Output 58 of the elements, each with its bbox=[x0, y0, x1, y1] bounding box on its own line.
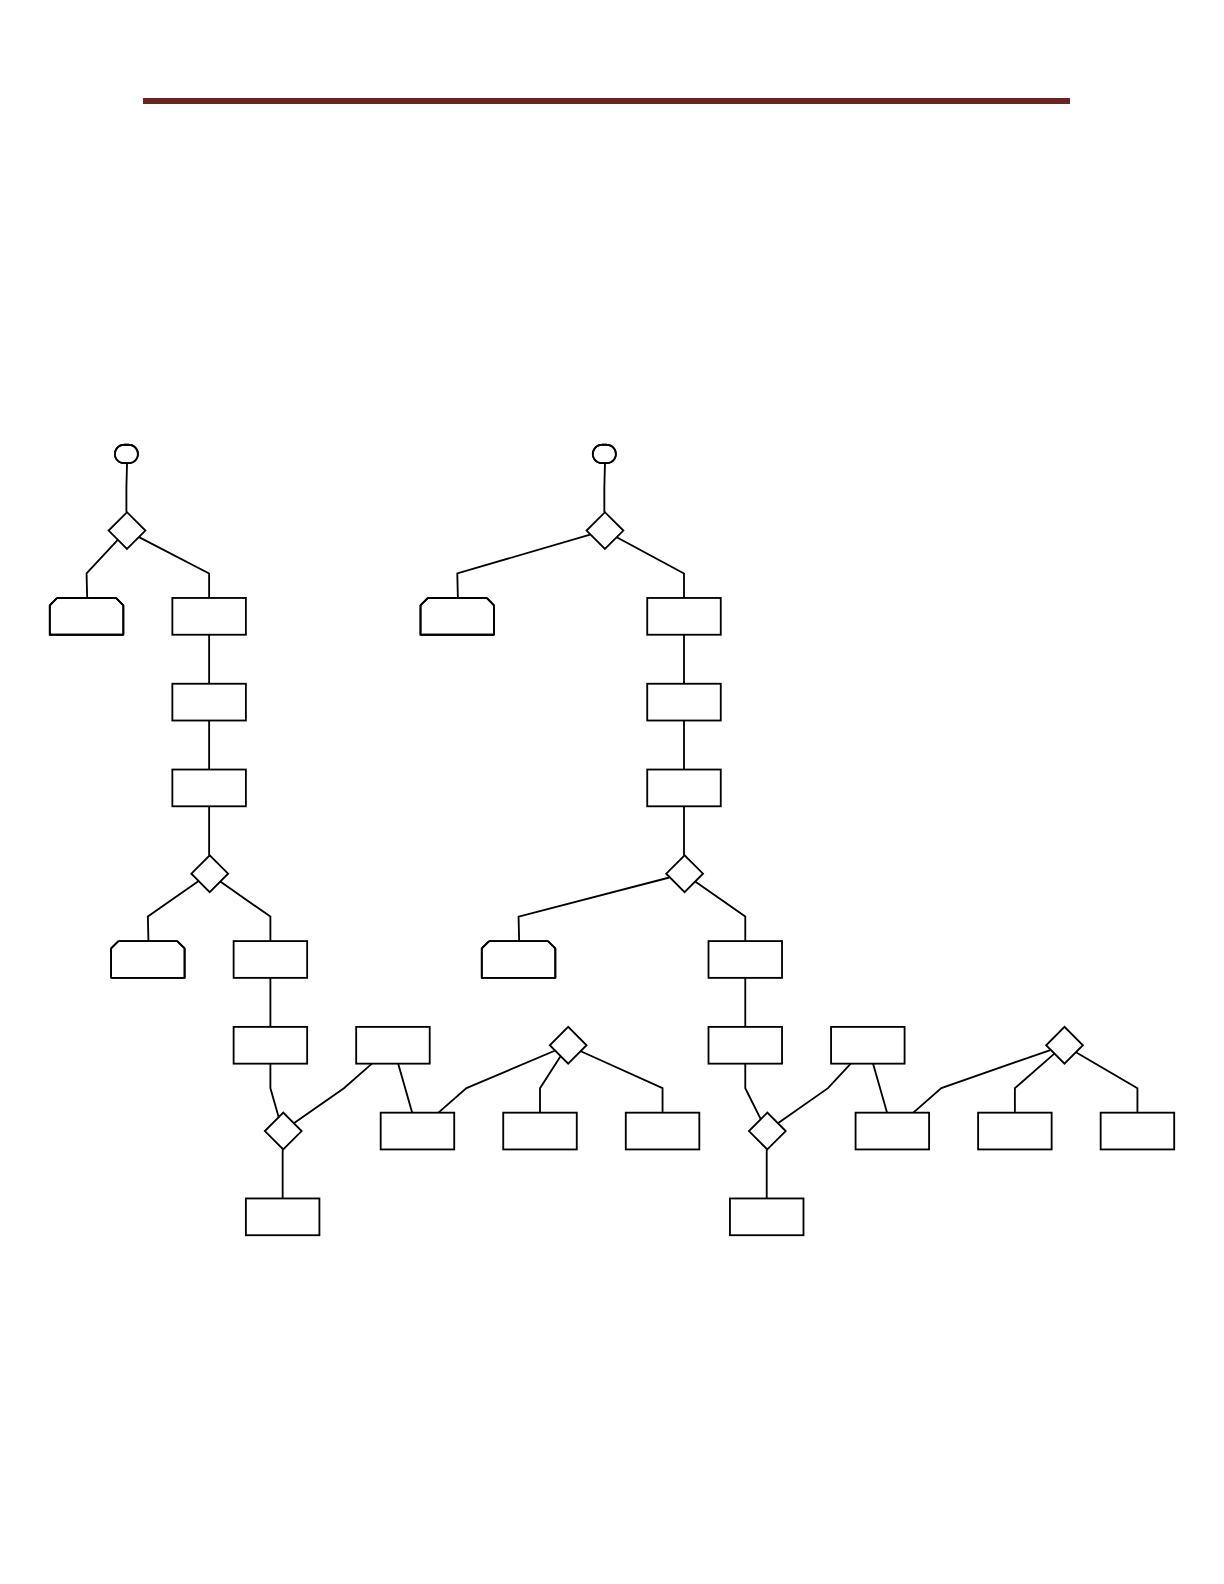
node-box bbox=[379, 1111, 456, 1151]
connector bbox=[208, 805, 211, 857]
connector bbox=[603, 462, 606, 514]
connector bbox=[579, 1050, 664, 1114]
node-diamond bbox=[263, 1111, 303, 1151]
connector bbox=[208, 633, 211, 685]
node-diamond bbox=[190, 854, 230, 894]
connector bbox=[615, 536, 685, 599]
connector bbox=[219, 880, 272, 942]
connector bbox=[281, 1148, 284, 1200]
connector bbox=[146, 880, 200, 943]
node-box bbox=[171, 768, 247, 808]
node-box bbox=[244, 1197, 321, 1237]
connector bbox=[683, 805, 685, 857]
node-box bbox=[729, 1197, 805, 1237]
node-diamond bbox=[747, 1111, 787, 1151]
connector bbox=[872, 1062, 888, 1114]
node-box bbox=[646, 597, 722, 636]
connector bbox=[1074, 1051, 1139, 1114]
connector bbox=[208, 719, 211, 771]
node-box bbox=[624, 1111, 701, 1151]
node-box bbox=[502, 1111, 578, 1151]
connector bbox=[539, 1055, 562, 1114]
connector bbox=[125, 462, 128, 514]
node-diamond bbox=[664, 854, 705, 894]
connector bbox=[744, 976, 747, 1028]
node-box bbox=[1099, 1111, 1176, 1151]
node-diamond bbox=[585, 510, 625, 551]
connector bbox=[744, 1062, 762, 1120]
node-box bbox=[171, 682, 247, 722]
connector bbox=[683, 633, 685, 685]
connector bbox=[292, 1062, 373, 1125]
connector bbox=[397, 1062, 414, 1114]
connector bbox=[693, 880, 747, 942]
connector bbox=[765, 1148, 768, 1200]
connector bbox=[269, 976, 272, 1028]
node-box bbox=[830, 1025, 906, 1065]
node-box bbox=[977, 1111, 1053, 1151]
node-diamond bbox=[107, 510, 147, 551]
connector bbox=[517, 876, 671, 943]
node-box bbox=[646, 682, 722, 722]
node-box bbox=[707, 1025, 783, 1065]
node-box bbox=[854, 1111, 930, 1151]
connector bbox=[1013, 1052, 1055, 1114]
node-diamond bbox=[548, 1025, 588, 1065]
node-diamond bbox=[1044, 1025, 1085, 1065]
node-box bbox=[646, 768, 722, 808]
node-box bbox=[707, 940, 783, 979]
node-box bbox=[232, 940, 309, 979]
node-box bbox=[171, 597, 247, 636]
node-box bbox=[232, 1025, 309, 1065]
connector bbox=[137, 535, 211, 599]
connector bbox=[269, 1062, 280, 1118]
connector bbox=[912, 1049, 1052, 1114]
connector bbox=[683, 719, 685, 771]
node-box bbox=[355, 1025, 431, 1065]
connector bbox=[437, 1049, 556, 1114]
connector bbox=[776, 1062, 852, 1125]
